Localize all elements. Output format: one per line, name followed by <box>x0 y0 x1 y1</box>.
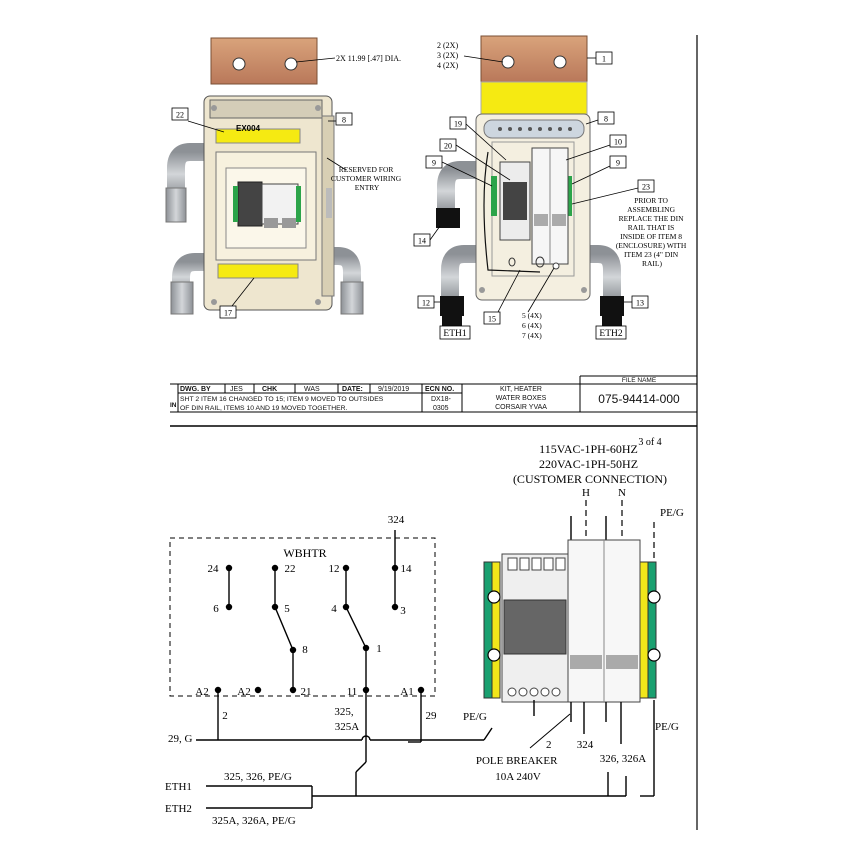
contact-labels: 24 22 12 14 6 5 4 3 8 1 A2 A2 21 11 A1 2… <box>195 563 437 733</box>
callout-12: 12 <box>422 299 430 308</box>
terminal-4: 4 <box>331 603 337 615</box>
relay-name: WBHTR <box>283 546 326 560</box>
eth1-schematic: ETH1 <box>165 781 192 793</box>
conduit-lower-left <box>172 253 218 292</box>
wire-324-top: 324 <box>388 514 405 526</box>
panel-label: EX004 <box>236 124 261 133</box>
dwg-by-value: JES <box>230 386 243 393</box>
copper-plate-right <box>480 35 588 83</box>
terminal-a2-1: A2 <box>195 686 208 698</box>
breaker-rating: POLE BREAKER 10A 240V <box>476 755 560 783</box>
terminal-21: 21 <box>301 686 312 698</box>
eth1-wires: 325, 326, PE/G <box>224 771 292 783</box>
callout-8-right: 8 <box>604 115 608 124</box>
left-enclosure-view: 2X 11.99 [.47] DIA. EX004 22 8 <box>165 37 403 319</box>
callout-19: 19 <box>454 120 462 129</box>
chk-value: WAS <box>304 386 320 393</box>
din-rail-note: PRIOR TO ASSEMBLING REPLACE THE DIN RAIL… <box>616 196 688 268</box>
gasket-yellow <box>480 81 588 115</box>
callout-22: 22 <box>176 111 184 120</box>
callout-13: 13 <box>636 299 644 308</box>
eth2-wires: 325A, 326A, PE/G <box>212 815 296 827</box>
chk-label: CHK <box>262 386 277 393</box>
ecn-line-1: DX18- <box>431 396 452 403</box>
ecn-label: ECN NO. <box>425 386 454 393</box>
callout-20: 20 <box>444 142 452 151</box>
title-block <box>170 375 697 427</box>
pe-g-left-label: PE/G <box>463 711 487 723</box>
terminal-14: 14 <box>401 563 413 575</box>
h-label: H <box>582 487 590 499</box>
desc-line-3: CORSAIR YVAA <box>495 404 547 411</box>
terminal-8: 8 <box>302 644 308 656</box>
din-rail-right <box>639 561 649 699</box>
terminal-6: 6 <box>213 603 219 615</box>
eth2-label: ETH2 <box>599 329 622 339</box>
callout-15: 15 <box>488 315 496 324</box>
file-name-label: FILE NAME <box>622 377 657 384</box>
supply-note: 115VAC-1PH-60HZ 220VAC-1PH-50HZ (CUSTOME… <box>513 442 667 486</box>
qty-note-1: 2 (2X) 3 (2X) 4 (2X) <box>437 41 460 70</box>
callout-14: 14 <box>418 237 426 246</box>
terminal-12: 12 <box>329 563 340 575</box>
file-name: 075-94414-000 <box>598 392 680 406</box>
wire-325: 325, <box>334 706 354 718</box>
date-value: 9/19/2019 <box>378 386 409 393</box>
hole-dia-note: 2X 11.99 [.47] DIA. <box>336 54 401 63</box>
wire-324-bottom: 324 <box>577 739 594 751</box>
wire-29: 29 <box>426 710 438 722</box>
callout-9-right: 9 <box>616 159 620 168</box>
callout-1: 1 <box>602 55 606 64</box>
ecn-line-2: 0305 <box>433 405 449 412</box>
breaker-pole-count: 2 <box>546 739 552 751</box>
revision-note-2: OF DIN RAIL, ITEMS 10 AND 19 MOVED TOGET… <box>180 405 348 412</box>
callout-23: 23 <box>642 183 650 192</box>
revision-note-1: SHT 2 ITEM 16 CHANGED TO 15; ITEM 9 MOVE… <box>180 396 384 403</box>
pe-g-right-label: PE/G <box>655 721 679 733</box>
terminal-22: 22 <box>285 563 296 575</box>
n-label: N <box>618 487 626 499</box>
relay-block <box>237 181 263 227</box>
side-mark: IN <box>170 402 177 409</box>
eth1-label: ETH1 <box>443 329 466 339</box>
date-label: DATE: <box>342 386 363 393</box>
right-internal-view: 2 (2X) 3 (2X) 4 (2X) 1 <box>413 35 688 340</box>
wire-326: 326, 326A <box>600 753 647 765</box>
wire-325a: 325A <box>335 721 360 733</box>
schematic: 3 of 4 115VAC-1PH-60HZ 220VAC-1PH-50HZ (… <box>165 437 684 827</box>
cable-14 <box>436 208 460 228</box>
terminal-24: 24 <box>208 563 220 575</box>
conduit-lower-right <box>326 247 361 290</box>
reserved-note: RESERVED FOR CUSTOMER WIRING ENTRY <box>331 165 403 192</box>
relay-box <box>169 537 436 697</box>
copper-plate-left <box>210 37 318 85</box>
terminal-a1: A1 <box>400 686 413 698</box>
label-yellow-top <box>215 128 301 144</box>
wire-2: 2 <box>222 710 228 722</box>
callout-8-left: 8 <box>342 116 346 125</box>
din-rail-left <box>483 561 493 699</box>
callout-10: 10 <box>614 138 622 147</box>
terminal-a2-2: A2 <box>237 686 250 698</box>
terminal-11: 11 <box>347 686 358 698</box>
dwg-by-label: DWG. BY <box>180 386 211 393</box>
ground-bar <box>483 119 585 139</box>
terminal-1: 1 <box>376 643 382 655</box>
callout-9-left: 9 <box>432 159 436 168</box>
callout-17: 17 <box>224 309 232 318</box>
page-number: 3 of 4 <box>638 437 661 448</box>
wire-29-g: 29, G <box>168 733 193 745</box>
title-block-text: DWG. BY JES CHK WAS DATE: 9/19/2019 SHT … <box>170 377 680 412</box>
label-yellow-bottom <box>217 263 299 279</box>
terminal-5: 5 <box>284 603 290 615</box>
pe-g-top-label: PE/G <box>660 507 684 519</box>
desc-line-1: KIT, HEATER <box>500 386 542 393</box>
conduit-upper-left <box>167 143 218 196</box>
terminal-3: 3 <box>400 605 406 617</box>
desc-line-2: WATER BOXES <box>496 395 547 402</box>
qty-note-2: 5 (4X) 6 (4X) 7 (4X) <box>522 311 544 340</box>
eth2-schematic: ETH2 <box>165 803 192 815</box>
